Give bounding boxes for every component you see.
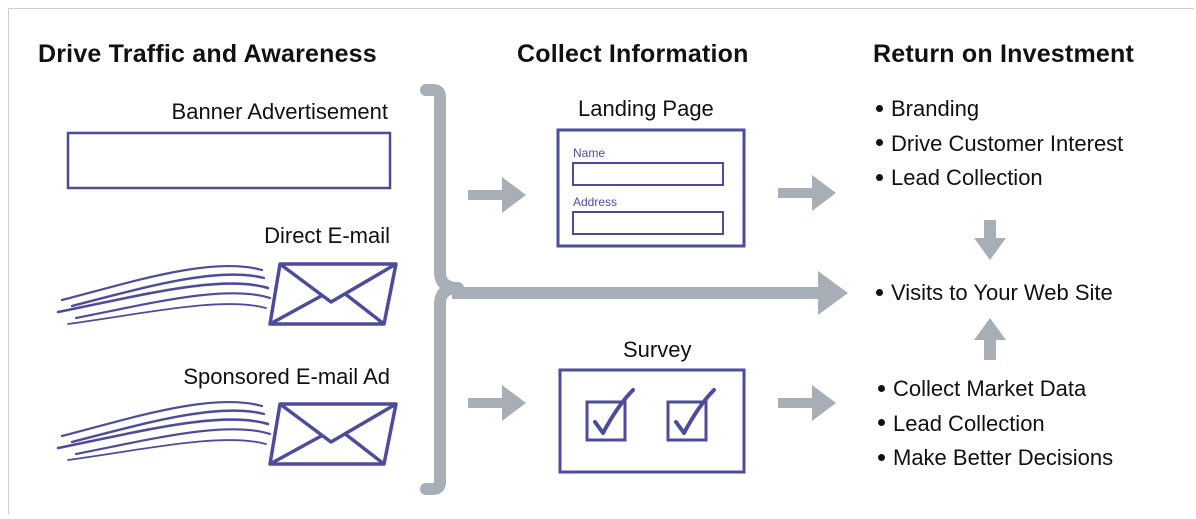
list-item: Collect Market Data [878,372,1113,407]
list-item: Lead Collection [876,161,1123,196]
roi-bottom-bullets: Collect Market Data Lead Collection Make… [878,372,1113,476]
landing-name-field [572,162,724,186]
bullet-icon [876,288,883,296]
list-item: Drive Customer Interest [876,127,1123,162]
arrow-up-to-visits [974,318,1006,360]
direct-email-envelope-icon [268,262,398,326]
heading-return-on-investment: Return on Investment [873,40,1134,68]
bullet-icon [876,139,883,147]
arrow-down-to-visits [974,220,1006,260]
sponsored-email-envelope-icon [268,402,398,466]
list-item: Visits to Your Web Site [876,276,1113,311]
bullet-icon [876,104,883,112]
heading-collect-information: Collect Information [517,40,749,68]
landing-page-title: Landing Page [578,96,714,121]
banner-ad-box [66,131,392,190]
sponsored-email-swooshes-icon [56,400,272,462]
bullet-icon [878,384,885,392]
survey-title: Survey [623,337,692,362]
arrow-to-landing-page [468,177,526,213]
banner-ad-label: Banner Advertisement [171,99,388,124]
list-item: Branding [876,92,1123,127]
arrow-landing-to-roi [778,175,836,211]
direct-email-label: Direct E-mail [264,223,390,248]
arrow-to-survey [468,385,526,421]
list-item: Make Better Decisions [878,441,1113,476]
roi-visits: Visits to Your Web Site [876,276,1113,311]
bullet-icon [876,173,883,181]
bullet-icon [878,453,885,461]
sponsored-email-label: Sponsored E-mail Ad [183,364,390,389]
roi-top-bullets: Branding Drive Customer Interest Lead Co… [876,92,1123,196]
direct-email-swooshes-icon [56,264,272,326]
heading-drive-traffic: Drive Traffic and Awareness [38,40,377,68]
diagram-frame [8,8,1194,514]
list-item: Lead Collection [878,407,1113,442]
landing-address-field [572,211,724,235]
landing-name-label: Name [573,146,606,160]
arrow-to-visits [452,271,848,315]
landing-address-label: Address [573,195,618,209]
arrow-survey-to-roi [778,385,836,421]
bullet-icon [878,419,885,427]
